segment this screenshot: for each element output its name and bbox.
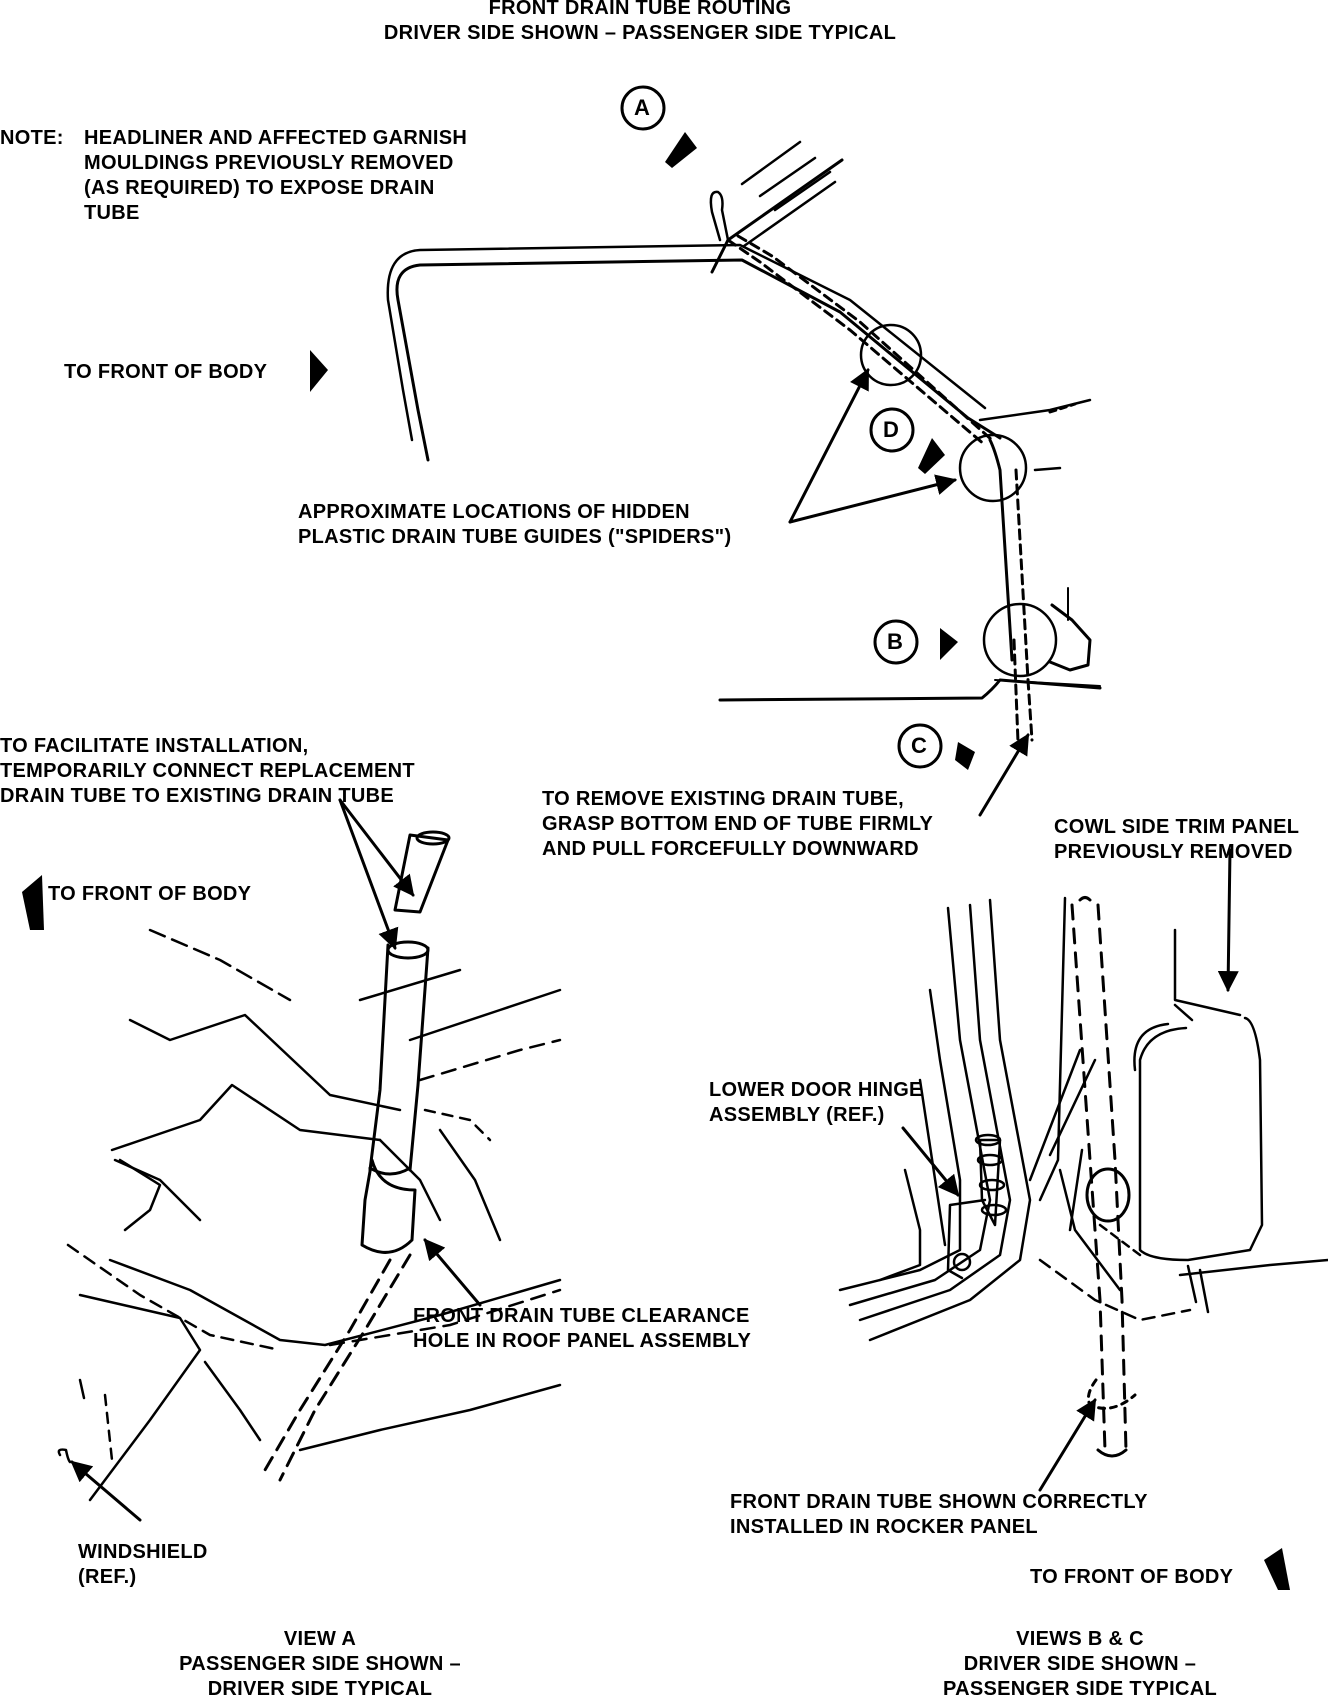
clearance-line-1: FRONT DRAIN TUBE CLEARANCE xyxy=(413,1305,750,1327)
views-bc-line-1: VIEWS B & C xyxy=(1016,1628,1144,1650)
windshield-line-2: (REF.) xyxy=(78,1566,137,1588)
note-line-2: MOULDINGS PREVIOUSLY REMOVED xyxy=(84,152,454,174)
view-a-tube xyxy=(263,830,451,1482)
facilitate-line-2: TEMPORARILY CONNECT REPLACEMENT xyxy=(0,760,415,782)
title-line-2: DRIVER SIDE SHOWN – PASSENGER SIDE TYPIC… xyxy=(383,22,897,44)
facilitate-line-1: TO FACILITATE INSTALLATION, xyxy=(0,735,309,757)
to-front-of-body-top: TO FRONT OF BODY xyxy=(64,361,268,383)
clearance-line-2: HOLE IN ROOF PANEL ASSEMBLY xyxy=(413,1330,752,1352)
view-a-drawing xyxy=(57,928,562,1502)
windshield-label: WINDSHIELD (REF.) xyxy=(78,1540,208,1590)
view-a-line-2: PASSENGER SIDE SHOWN – xyxy=(179,1653,461,1675)
callout-c: C xyxy=(911,733,928,758)
remove-line-3: AND PULL FORCEFULLY DOWNWARD xyxy=(542,838,919,860)
callout-d: D xyxy=(883,417,900,442)
note-prefix: NOTE: xyxy=(0,127,64,149)
callout-circles xyxy=(620,85,943,769)
cowl-line-2: PREVIOUSLY REMOVED xyxy=(1054,841,1293,863)
direction-arrows xyxy=(22,132,1290,1590)
hinge-assembly xyxy=(946,1133,1008,1280)
spider-circle-lower xyxy=(958,433,1028,503)
views-bc-line-3: PASSENGER SIDE TYPICAL xyxy=(942,1678,1218,1700)
remove-line-1: TO REMOVE EXISTING DRAIN TUBE, xyxy=(542,788,904,810)
view-a-caption: VIEW A PASSENGER SIDE SHOWN – DRIVER SID… xyxy=(130,1627,510,1702)
to-front-of-body-views-bc: TO FRONT OF BODY xyxy=(1030,1566,1234,1588)
callout-b: B xyxy=(887,629,904,654)
callout-a: A xyxy=(634,95,651,120)
cowl-label: COWL SIDE TRIM PANEL PREVIOUSLY REMOVED xyxy=(1054,815,1299,865)
remove-line-2: GRASP BOTTOM END OF TUBE FIRMLY xyxy=(542,813,934,835)
spiders-line-2: PLASTIC DRAIN TUBE GUIDES ("SPIDERS") xyxy=(298,526,732,548)
diagram-title: FRONT DRAIN TUBE ROUTING DRIVER SIDE SHO… xyxy=(330,0,950,46)
drain-tube-top xyxy=(726,234,1092,744)
leader-lines-view-a xyxy=(70,798,482,1522)
spiders-label: APPROXIMATE LOCATIONS OF HIDDEN PLASTIC … xyxy=(298,500,731,550)
to-front-of-body-view-a: TO FRONT OF BODY xyxy=(48,883,252,905)
view-b-circle xyxy=(982,602,1058,678)
hinge-line-2: ASSEMBLY (REF.) xyxy=(709,1104,885,1126)
view-a-line-3: DRIVER SIDE TYPICAL xyxy=(207,1678,433,1700)
leader-lines-top xyxy=(788,368,1239,993)
facilitate-line-3: DRAIN TUBE TO EXISTING DRAIN TUBE xyxy=(0,785,394,807)
views-bc-drawing xyxy=(838,896,1328,1342)
windshield-line-1: WINDSHIELD xyxy=(78,1541,208,1563)
view-a-line-1: VIEW A xyxy=(283,1628,357,1650)
cowl-line-1: COWL SIDE TRIM PANEL xyxy=(1054,816,1300,838)
hinge-line-1: LOWER DOOR HINGE xyxy=(709,1079,923,1101)
note-line-3: (AS REQUIRED) TO EXPOSE DRAIN xyxy=(84,177,435,199)
remove-label: TO REMOVE EXISTING DRAIN TUBE, GRASP BOT… xyxy=(542,787,933,862)
rocker-line-2: INSTALLED IN ROCKER PANEL xyxy=(730,1516,1038,1538)
rocker-label: FRONT DRAIN TUBE SHOWN CORRECTLY INSTALL… xyxy=(730,1490,1148,1540)
spiders-line-1: APPROXIMATE LOCATIONS OF HIDDEN xyxy=(298,501,690,523)
clearance-label: FRONT DRAIN TUBE CLEARANCE HOLE IN ROOF … xyxy=(413,1304,751,1354)
note-block: NOTE: HEADLINER AND AFFECTED GARNISH MOU… xyxy=(0,126,467,224)
spider-circle-upper xyxy=(859,323,923,387)
views-bc-tube xyxy=(1070,896,1137,1458)
hinge-label: LOWER DOOR HINGE ASSEMBLY (REF.) xyxy=(709,1078,923,1128)
door-opening-outline xyxy=(386,140,1102,702)
views-bc-line-2: DRIVER SIDE SHOWN – xyxy=(963,1653,1197,1675)
rocker-line-1: FRONT DRAIN TUBE SHOWN CORRECTLY xyxy=(730,1491,1148,1513)
note-line-4: TUBE xyxy=(84,202,140,224)
facilitate-label: TO FACILITATE INSTALLATION, TEMPORARILY … xyxy=(0,734,415,809)
views-bc-caption: VIEWS B & C DRIVER SIDE SHOWN – PASSENGE… xyxy=(880,1627,1280,1702)
note-line-1: HEADLINER AND AFFECTED GARNISH xyxy=(84,127,468,149)
title-line-1: FRONT DRAIN TUBE ROUTING xyxy=(488,0,792,19)
leader-lines-views-bc xyxy=(901,1126,1097,1492)
